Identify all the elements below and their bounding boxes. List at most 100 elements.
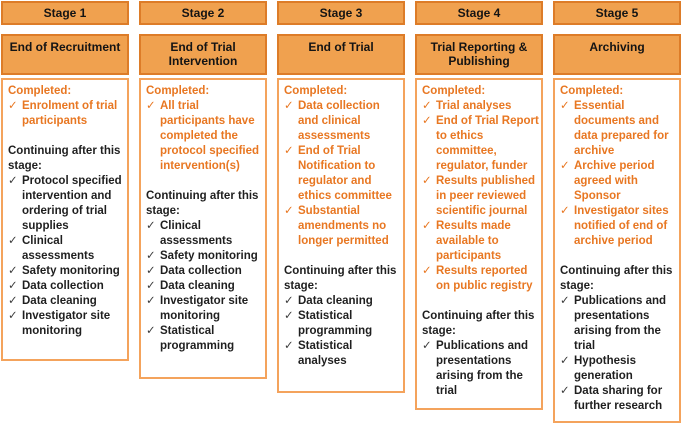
- checklist-item-text: Data collection: [160, 265, 242, 277]
- check-icon: ✓: [422, 220, 432, 232]
- continuing-label: Continuing after this stage:: [8, 145, 124, 172]
- stage-header-label: Stage 2: [181, 6, 225, 20]
- completed-list: ✓ Data collection and clinical assessment…: [284, 99, 401, 249]
- checklist-item: ✓Enrolment of trial participants: [8, 99, 125, 129]
- check-icon: ✓: [8, 280, 18, 292]
- section-spacer: [146, 174, 263, 189]
- stage-body: Completed: ✓ Data collection and clinical…: [277, 78, 405, 393]
- checklist-item-text: Safety monitoring: [160, 250, 258, 262]
- checklist-item: ✓ Clinical assessments: [8, 234, 125, 264]
- stage-title: End of Recruitment: [9, 40, 121, 54]
- completed-label: Completed:: [422, 85, 486, 97]
- checklist-item: ✓Protocol specified intervention and ord…: [8, 174, 125, 234]
- completed-label: Completed:: [284, 85, 348, 97]
- checklist-item: ✓ End of Trial Notification to regulator …: [284, 144, 401, 204]
- stage-title-box: Archiving: [553, 34, 681, 75]
- continuing-label: Continuing after this stage:: [560, 265, 676, 292]
- completed-label: Completed:: [560, 85, 624, 97]
- stage-header: Stage 3: [277, 1, 405, 25]
- check-icon: ✓: [8, 235, 18, 247]
- checklist-item-text: Data cleaning: [160, 280, 235, 292]
- checklist-item-text: Data sharing for further research: [574, 385, 663, 412]
- checklist-item-text: Clinical assessments: [22, 235, 95, 262]
- completed-list: ✓Enrolment of trial participants: [8, 99, 125, 129]
- checklist-item-text: Enrolment of trial participants: [22, 100, 118, 127]
- stage-body: Completed: ✓Trial analyses✓End of Trial …: [415, 78, 543, 410]
- checklist-item: ✓ Publications and presentations arising …: [422, 339, 539, 399]
- checklist-item-text: Data collection: [22, 280, 104, 292]
- check-icon: ✓: [146, 100, 156, 112]
- check-icon: ✓: [284, 295, 294, 307]
- stage-header-label: Stage 5: [595, 6, 639, 20]
- check-icon: ✓: [284, 100, 294, 112]
- checklist-item: ✓End of Trial Report to ethics committee…: [422, 114, 539, 174]
- continuing-label: Continuing after this stage:: [422, 310, 538, 337]
- stage-header: Stage 2: [139, 1, 267, 25]
- stage-header-label: Stage 4: [457, 6, 501, 20]
- check-icon: ✓: [146, 265, 156, 277]
- stage-title: Archiving: [589, 40, 645, 54]
- checklist-item: ✓ Safety monitoring: [146, 249, 263, 264]
- checklist-item-text: All trial participants have completed th…: [160, 100, 260, 172]
- continuing-list: ✓Clinical assessments✓Safety monitoring✓…: [146, 219, 263, 354]
- stage-title-box: Trial Reporting & Publishing: [415, 34, 543, 75]
- stage-column: Stage 4 Trial Reporting & Publishing Com…: [415, 1, 543, 423]
- checklist-item: ✓Results published in peer reviewed scie…: [422, 174, 539, 219]
- check-icon: ✓: [560, 100, 570, 112]
- continuing-label: Continuing after this stage:: [284, 265, 400, 292]
- checklist-item-text: Hypothesis generation: [574, 355, 636, 382]
- check-icon: ✓: [422, 175, 432, 187]
- check-icon: ✓: [284, 205, 294, 217]
- stage-title-box: End of Trial Intervention: [139, 34, 267, 75]
- checklist-item: ✓ Statistical programming: [146, 324, 263, 354]
- stage-header: Stage 5: [553, 1, 681, 25]
- checklist-item: ✓Safety monitoring: [8, 264, 125, 279]
- stage-body: Completed: ✓Enrolment of trial participa…: [1, 78, 129, 361]
- checklist-item-text: Publications and presentations arising f…: [436, 340, 529, 397]
- checklist-item: ✓Data cleaning: [284, 294, 401, 309]
- check-icon: ✓: [422, 265, 432, 277]
- stage-body: Completed: ✓Essential documents and data…: [553, 78, 681, 423]
- checklist-item-text: Statistical programming: [160, 325, 235, 352]
- check-icon: ✓: [146, 220, 156, 232]
- checklist-item: ✓Archive period agreed with Sponsor: [560, 159, 677, 204]
- check-icon: ✓: [146, 250, 156, 262]
- check-icon: ✓: [284, 310, 294, 322]
- check-icon: ✓: [146, 295, 156, 307]
- checklist-item-text: Data cleaning: [22, 295, 97, 307]
- completed-list: ✓ All trial participants have completed t…: [146, 99, 263, 174]
- checklist-item-text: Publications and presentations arising f…: [574, 295, 667, 352]
- section-spacer: [8, 129, 125, 144]
- check-icon: ✓: [284, 145, 294, 157]
- stage-column: Stage 5 Archiving Completed: ✓Essential …: [553, 1, 681, 423]
- completed-list: ✓Essential documents and data prepared f…: [560, 99, 677, 249]
- checklist-item-text: End of Trial Notification to regulator a…: [298, 145, 392, 202]
- check-icon: ✓: [560, 355, 570, 367]
- stage-title-box: End of Recruitment: [1, 34, 129, 75]
- checklist-item: ✓Data cleaning: [146, 279, 263, 294]
- stage-column: Stage 3 End of Trial Completed: ✓ Data co…: [277, 1, 405, 423]
- checklist-item: ✓Results reported on public registry: [422, 264, 539, 294]
- stage-title-box: End of Trial: [277, 34, 405, 75]
- continuing-list: ✓ Publications and presentations arising …: [422, 339, 539, 399]
- checklist-item: ✓Data sharing for further research: [560, 384, 677, 414]
- checklist-item-text: Investigator sites notified of end of ar…: [574, 205, 669, 247]
- checklist-item: ✓Investigator site monitoring: [146, 294, 263, 324]
- check-icon: ✓: [422, 100, 432, 112]
- stage-body: Completed: ✓All trial participants have …: [139, 78, 267, 379]
- checklist-item-text: Results made available to participants: [436, 220, 511, 262]
- check-icon: ✓: [146, 325, 156, 337]
- checklist-item-text: Substantial amendments no longer permitt…: [298, 205, 389, 247]
- continuing-list: ✓ Protocol specified intervention and ord…: [8, 174, 125, 339]
- check-icon: ✓: [560, 205, 570, 217]
- check-icon: ✓: [8, 310, 18, 322]
- check-icon: ✓: [8, 295, 18, 307]
- checklist-item-text: Data collection and clinical assessments: [298, 100, 380, 142]
- stage-header: Stage 4: [415, 1, 543, 25]
- stage-title: End of Trial: [308, 40, 374, 54]
- checklist-item-text: End of Trial Report to ethics committee,…: [436, 115, 539, 172]
- stage-column: Stage 1 End of Recruitment Completed: ✓E…: [1, 1, 129, 423]
- check-icon: ✓: [422, 340, 432, 352]
- checklist-item-text: Protocol specified intervention and orde…: [22, 175, 122, 232]
